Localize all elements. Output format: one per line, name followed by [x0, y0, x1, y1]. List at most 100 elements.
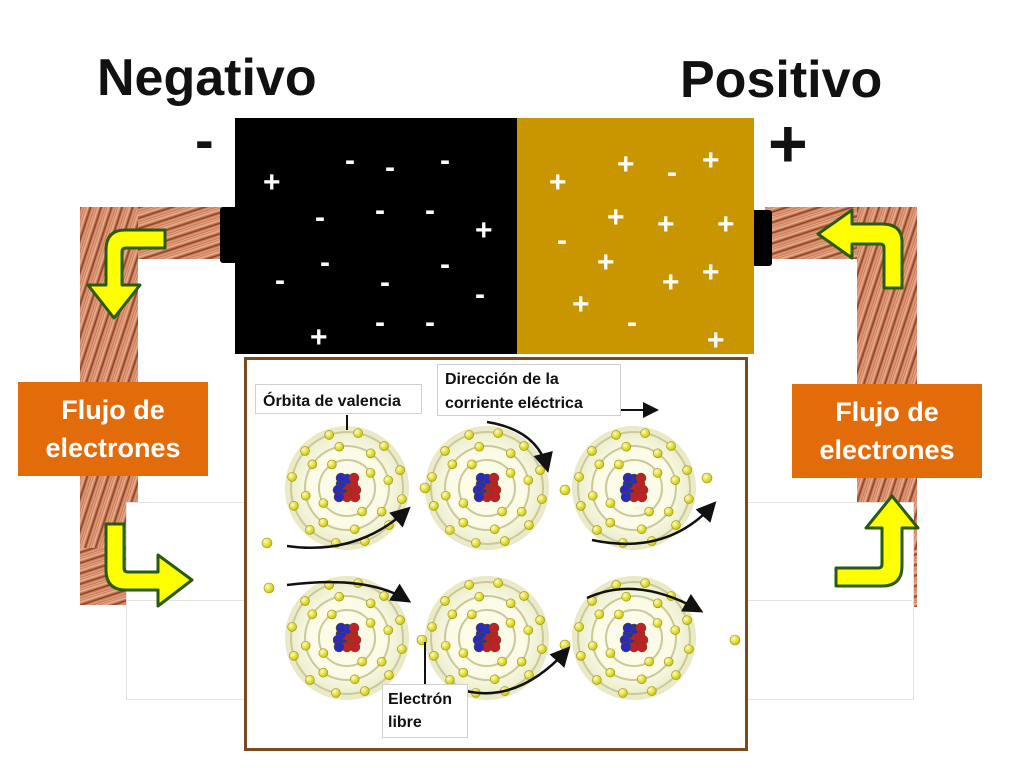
- motion-arrow: [586, 587, 704, 613]
- electron: [671, 670, 681, 680]
- positive-title: Positivo: [680, 51, 883, 109]
- left-electron-flow-box: Flujo de electrones: [18, 382, 208, 476]
- electron: [447, 459, 458, 470]
- electron-orbit: [605, 609, 663, 667]
- electron-orbit: [458, 609, 516, 667]
- electron: [318, 648, 329, 658]
- electron: [440, 596, 450, 606]
- electron: [395, 465, 405, 475]
- electron: [324, 430, 334, 440]
- electron: [497, 506, 507, 517]
- right-electron-flow-label: Flujo de electrones: [819, 397, 955, 465]
- neutron: [622, 472, 634, 484]
- minus-charge-icon: -: [557, 224, 567, 257]
- electron: [318, 667, 329, 678]
- electron-orbit: [591, 445, 677, 531]
- electron: [307, 459, 318, 470]
- electron: [516, 506, 527, 517]
- electron: [287, 472, 297, 482]
- electron: [467, 609, 477, 620]
- positive-terminal-sign: +: [768, 106, 808, 182]
- electron: [614, 459, 624, 470]
- electron: [523, 475, 534, 486]
- minus-charge-icon: -: [375, 306, 385, 339]
- electron: [614, 609, 624, 620]
- electron: [605, 517, 616, 528]
- electron: [331, 688, 341, 698]
- electron: [447, 609, 458, 620]
- electron: [397, 644, 407, 654]
- electron: [458, 517, 469, 528]
- electron: [349, 524, 360, 535]
- electron: [464, 430, 474, 440]
- neutron: [473, 641, 485, 653]
- plus-charge-icon: +: [597, 246, 615, 279]
- electron: [663, 506, 674, 517]
- proton: [488, 622, 500, 634]
- electron: [383, 475, 394, 486]
- electron: [334, 591, 345, 602]
- neutron: [333, 491, 345, 503]
- electron: [445, 525, 455, 535]
- electron: [493, 578, 503, 588]
- negative-title: Negativo: [97, 49, 317, 107]
- plus-charge-icon: +: [702, 256, 720, 289]
- electron: [505, 618, 516, 628]
- neutron: [475, 622, 487, 634]
- electron: [537, 494, 547, 504]
- electron: [458, 498, 469, 508]
- electron: [576, 501, 586, 511]
- electron: [474, 591, 485, 602]
- electron: [592, 525, 602, 535]
- electron: [505, 598, 516, 609]
- electron: [427, 472, 437, 482]
- electron-orbit: [591, 595, 677, 681]
- arrow-right-bottom-icon: [834, 494, 920, 588]
- electron: [652, 618, 663, 628]
- electron: [666, 441, 676, 451]
- free-electron-label-line1: Electrón: [388, 691, 453, 708]
- plus-charge-icon: +: [310, 321, 328, 354]
- electron: [670, 475, 681, 486]
- electron: [440, 490, 451, 501]
- free-electron: [263, 582, 275, 594]
- plus-charge-icon: +: [549, 166, 567, 199]
- electron: [594, 609, 605, 620]
- free-electron: [701, 472, 713, 484]
- electron: [611, 430, 621, 440]
- direction-label-box: [437, 364, 621, 416]
- proton: [635, 472, 647, 484]
- electron: [307, 609, 318, 620]
- electron-orbit: [444, 595, 530, 681]
- motion-arrow: [486, 420, 553, 473]
- neutron: [622, 622, 634, 634]
- minus-charge-icon: -: [440, 248, 450, 281]
- valence-label-box: [255, 384, 422, 414]
- electron: [640, 578, 650, 588]
- electron: [505, 448, 516, 459]
- free-electron: [559, 639, 571, 651]
- proton: [348, 472, 360, 484]
- proton: [349, 641, 361, 653]
- proton: [636, 491, 648, 503]
- electron: [376, 656, 387, 667]
- electron: [535, 615, 545, 625]
- electron: [644, 506, 654, 517]
- neutron: [473, 491, 485, 503]
- minus-charge-icon: -: [375, 194, 385, 227]
- electron: [318, 517, 329, 528]
- electron: [357, 656, 367, 667]
- right-electron-flow-box: Flujo de electrones: [792, 384, 982, 478]
- electron: [300, 490, 311, 501]
- electron: [429, 651, 439, 661]
- minus-charge-icon: -: [627, 306, 637, 339]
- electron: [467, 459, 477, 470]
- free-electron: [729, 634, 741, 646]
- electron: [636, 524, 647, 535]
- electron: [523, 625, 534, 636]
- electron: [682, 465, 692, 475]
- electron: [574, 622, 584, 632]
- electron: [493, 428, 503, 438]
- electron: [574, 472, 584, 482]
- electron: [305, 675, 315, 685]
